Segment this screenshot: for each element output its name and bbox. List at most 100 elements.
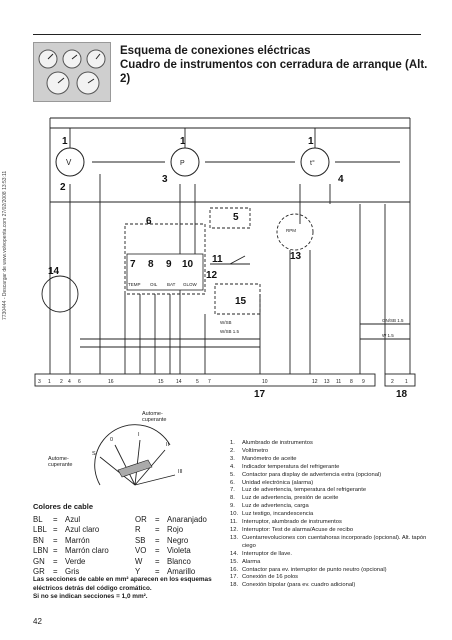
component-number: 13 [290,251,302,262]
connector-18-label: 18 [396,389,408,398]
list-item: 16.Contactor para ev. interruptor de pun… [230,567,430,575]
terminal-number: 4 [68,379,71,385]
list-item: 6. Unidad electrónica (alarma) [230,480,430,488]
terminal-number: 10 [262,379,268,385]
list-item-text: Contactor para display de advertencia ex… [242,471,382,478]
dial-position: II [166,442,170,448]
table-row: GR=Gris Y=Amarillo [33,567,196,577]
list-item-text: Alumbrado de instrumentos [242,440,313,446]
list-item-number: 16. [230,566,239,573]
terminal-number: 3 [38,379,41,385]
list-item-text: Unidad electrónica (alarma) [242,479,314,486]
svg-text:V: V [66,158,72,167]
wire-label: W/SB [220,320,232,325]
list-item: 2.Voltímetro [230,448,430,456]
list-item: 4.Indicador temperatura del refrigerante [230,464,430,472]
svg-text:t°: t° [310,159,315,167]
list-item: 12.Interruptor: Test de alarma/Acuse de … [230,527,430,535]
list-item-number: 13. [230,534,239,541]
download-note: 7730444 - Descargar de www.volvopenta.co… [2,170,8,320]
component-number: 2 [60,182,66,193]
component-number: 5 [233,212,239,223]
list-item-number: 12. [230,526,239,533]
terminal-number: 7 [208,379,211,385]
list-item: 9.Luz de advertencia, carga [230,503,430,511]
component-number: 9 [166,259,172,270]
terminal-number: 1 [405,379,408,385]
note-line: Si no se indican secciones = 1,0 mm². [33,593,148,601]
terminal-number: 6 [78,379,81,385]
page-number: 42 [33,617,42,626]
list-item-text: Luz de advertencia, presión de aceite [242,495,339,502]
list-item-number: 15. [230,558,239,565]
list-item-number: 4. [230,463,235,470]
component-number: 1 [308,136,314,147]
list-item-number: 6. [230,479,235,486]
list-item-text: Conexión bipolar (para ev. cuadro adicio… [242,582,356,589]
cable-colors-title: Colores de cable [33,502,94,511]
list-item: 11.Interruptor, alumbrado de instrumento… [230,519,430,527]
list-item-number: 10. [230,511,239,518]
list-item-number: 17. [230,574,239,581]
dial-label-left: Autome-cuperante [48,456,72,468]
list-item: 15.Alarma [230,559,430,567]
cable-colors-table: BL=Azul OR=Anaranjado LBL=Azul claro R=R… [33,515,218,577]
list-item-number: 1. [230,440,235,446]
top-rule [33,34,421,35]
list-item: 14.Interruptor de llave. [230,551,430,559]
terminal-number: 2 [391,379,394,385]
table-row: LBN=Marrón claro VO=Violeta [33,546,191,556]
list-item-number: 5. [230,471,235,478]
connector-17-label: 17 [254,389,266,398]
lamp-label-temp: TEMP [128,282,141,287]
wire-label: W 1.5 [382,333,394,338]
terminal-number: 8 [350,379,353,385]
dial-position: 0 [110,437,113,443]
list-item-text: Interruptor: Test de alarma/Acuse de rec… [242,526,354,533]
note-line: Las secciones de cable en mm² aparecen e… [33,576,212,592]
component-number: 4 [338,174,344,185]
list-item-text: Cuentarrevoluciones con cuentahoras inco… [242,534,427,549]
instrument-panel-photo [33,42,111,102]
page-title: Esquema de conexiones eléctricas [120,45,311,57]
terminal-number: 11 [336,379,341,385]
component-number: 3 [162,174,168,185]
table-row: LBL=Azul claro R=Rojo [33,525,184,535]
list-item: 17.Conexión de 16 polos [230,574,430,582]
list-item: 7.Luz de advertencia, temperatura del re… [230,487,430,495]
component-number: 6 [146,216,152,227]
key-switch-dial: Autome-cuperante Autome-cuperante S 0 I … [48,411,183,486]
list-item-text: Contactor para ev. interruptor de punto … [242,566,387,573]
list-item-number: 7. [230,487,235,494]
cable-section-note: Las secciones de cable en mm² aparecen e… [33,576,218,602]
wiring-diagram: V P t° 1 2 3 1 1 4 5 6 7 8 9 10 11 12 13… [34,117,416,398]
list-item-number: 18. [230,582,239,589]
terminal-number: 9 [362,379,365,385]
list-item-text: Luz de advertencia, carga [242,503,309,510]
list-item-text: Manómetro de aceite [242,455,297,462]
list-item-text: Interruptor, alumbrado de instrumentos [242,519,342,526]
terminal-number: 15 [158,379,164,385]
list-item-number: 3. [230,455,235,462]
component-number: 1 [180,136,186,147]
component-number: 15 [235,296,247,307]
table-row: GN=Verde W=Blanco [33,556,191,566]
list-item-text: Conexión de 16 polos [242,574,299,581]
terminal-number: 1 [48,379,51,385]
title-block: Esquema de conexiones eléctricas Cuadro … [120,44,430,86]
list-item-text: Interruptor de llave. [242,550,292,557]
dial-position: I [138,432,140,438]
dial-position: III [178,469,183,475]
dial-position: S [92,451,96,457]
gauge-label-rpm: RPM [286,228,296,233]
list-item: 18.Conexión bipolar (para ev. cuadro adi… [230,582,430,590]
terminal-number: 5 [196,379,199,385]
list-item: 8.Luz de advertencia, presión de aceite [230,495,430,503]
terminal-number: 13 [324,379,330,385]
list-item: 5. Contactor para display de advertencia … [230,472,430,480]
component-number: 1 [62,136,68,147]
table-row: BL=Azul OR=Anaranjado [33,515,207,524]
component-number: 14 [48,266,60,277]
lamp-label-glow: GLOW [183,282,198,287]
